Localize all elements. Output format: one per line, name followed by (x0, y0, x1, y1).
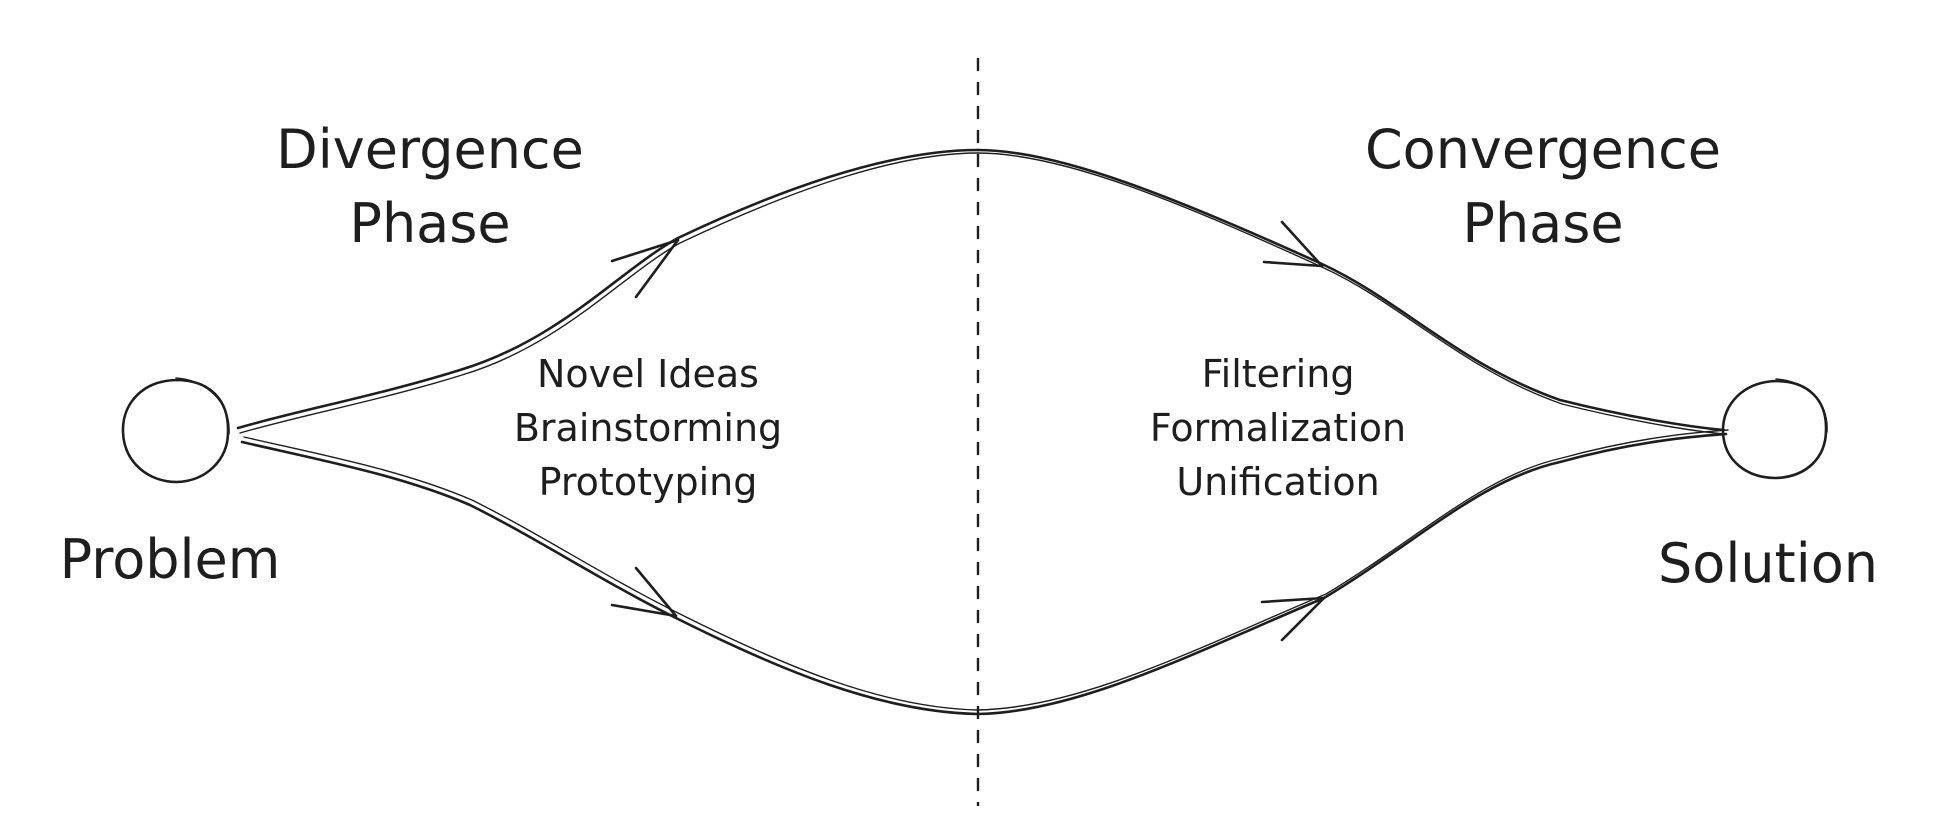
divergence-phase-title-line2: Phase (349, 192, 510, 255)
convergence-phase-title: Convergence (1365, 118, 1721, 181)
solution-label: Solution (1658, 532, 1878, 595)
divergence-activity-brainstorming: Brainstorming (514, 406, 782, 450)
convergence-phase-title-line2: Phase (1462, 192, 1623, 255)
solution-node (1721, 378, 1828, 480)
problem-label: Problem (60, 528, 281, 591)
divergence-upper-arrowhead (610, 238, 680, 299)
convergence-lower-path (976, 429, 1729, 716)
divergence-lower-arrowhead (610, 566, 678, 618)
divergence-phase-title: Divergence (276, 118, 584, 181)
convergence-activity-formalization: Formalization (1150, 406, 1406, 450)
convergence-upper-path (976, 148, 1726, 435)
divergence-lower-path (240, 436, 980, 716)
divergence-upper-path (236, 148, 980, 434)
divergence-activity-novel-ideas: Novel Ideas (537, 352, 759, 396)
problem-node (121, 377, 230, 484)
convergence-lower-arrowhead (1260, 596, 1326, 642)
convergence-activity-unification: Unification (1176, 460, 1379, 504)
convergence-activity-filtering: Filtering (1202, 352, 1355, 396)
divergence-activity-prototyping: Prototyping (539, 460, 758, 504)
convergence-upper-arrowhead (1262, 220, 1324, 268)
